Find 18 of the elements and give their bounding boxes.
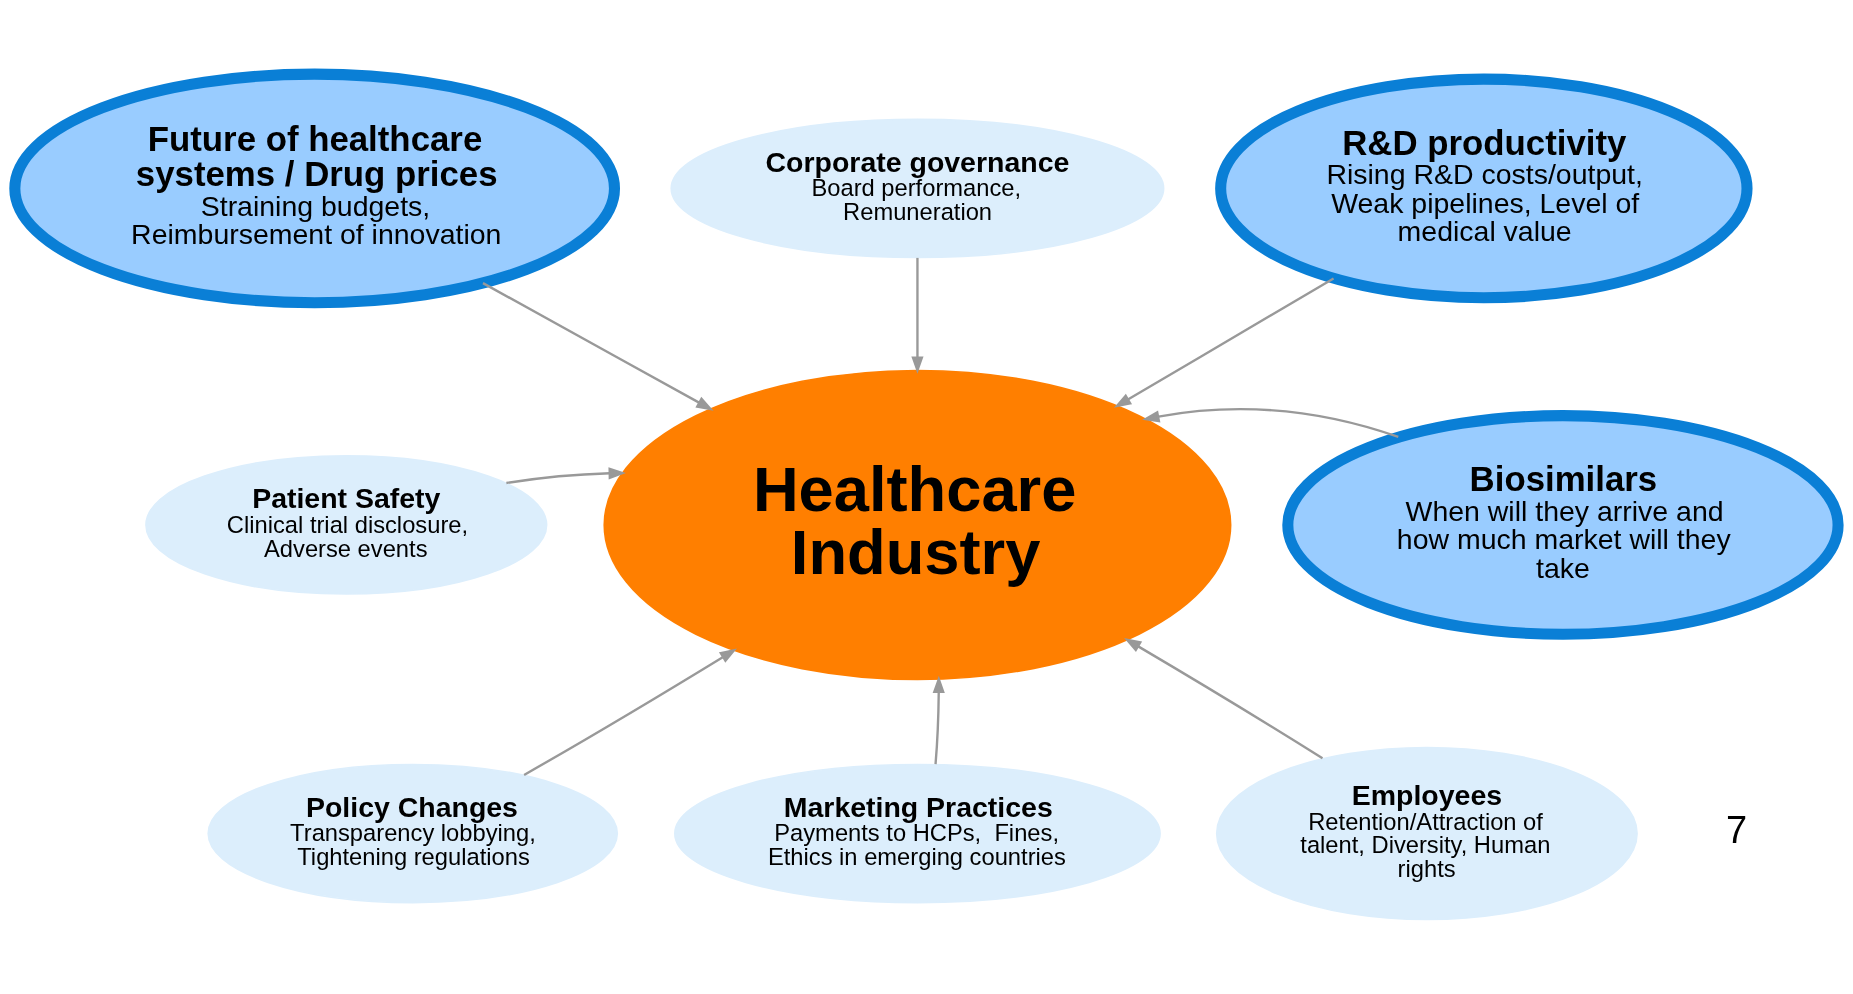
node-ellipse: Patient Safety Clinical trial disclosure, Adverse events — [145, 455, 548, 595]
arrow — [1142, 408, 1399, 439]
node-ellipse: Biosimilars When will they arrive and how much market will they take — [1282, 410, 1844, 640]
arrow — [1113, 277, 1335, 408]
arrow — [1124, 638, 1324, 760]
arrow — [523, 648, 737, 776]
label: 7 — [1725, 809, 1748, 852]
arrow — [482, 282, 714, 411]
arrow — [932, 675, 945, 765]
node-ellipse: Healthcare Industry — [603, 369, 1232, 681]
node-ellipse: Policy Changes Transparency lobbying, Tightening regulations — [207, 763, 619, 904]
node-ellipse: Marketing Practices Payments to HCPs, Fines, Ethics in emerging countries — [674, 763, 1161, 904]
node-ellipse: Future of healthcare systems / Drug prices Straining budgets, Reimbursement of innovation — [9, 68, 620, 309]
arrow — [911, 257, 924, 374]
node-ellipse: R&D productivity Rising R&D costs/output, Weak pipelines, Level of medical value — [1215, 73, 1753, 304]
node-ellipse: Corporate governance Board performance, Remuneration — [670, 118, 1165, 259]
arrow — [506, 467, 626, 485]
node-ellipse: Employees Retention/Attraction of talent, Diversity, Human rights — [1215, 746, 1638, 921]
